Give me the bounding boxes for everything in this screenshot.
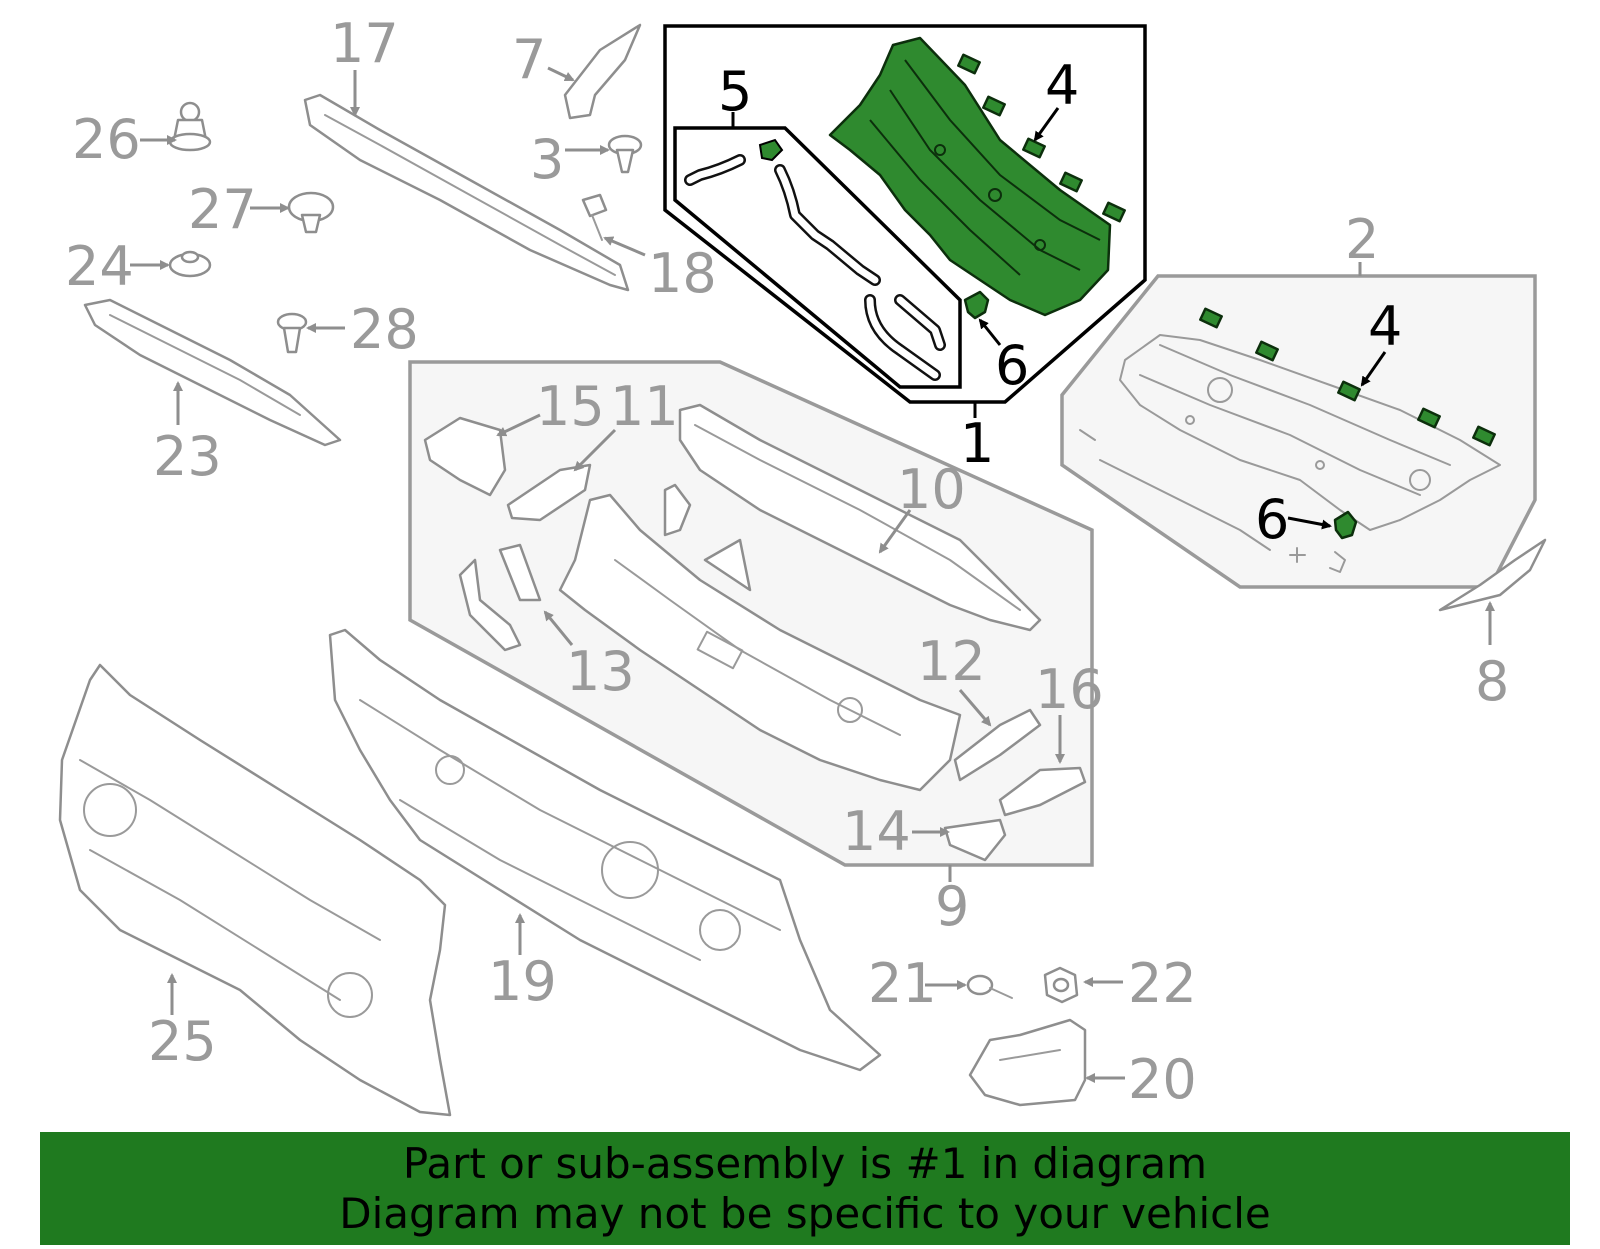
callout-6-group1[interactable]: 6 — [995, 334, 1029, 397]
part-15-bracket[interactable] — [423, 416, 507, 497]
callout-6-group2[interactable]: 6 — [1255, 488, 1289, 551]
callout-11[interactable]: 11 — [610, 375, 679, 438]
group-box-5[interactable] — [673, 126, 962, 389]
part-17-reinforcement[interactable] — [303, 93, 630, 292]
callout-27[interactable]: 27 — [188, 178, 257, 241]
callout-9[interactable]: 9 — [935, 875, 969, 938]
part-11-bracket[interactable] — [506, 463, 592, 522]
part-14-bracket[interactable] — [943, 818, 1007, 862]
part-3-clip[interactable] — [607, 134, 643, 174]
part-28-clip[interactable] — [276, 312, 308, 354]
banner-line-2: Diagram may not be specific to your vehi… — [339, 1188, 1271, 1238]
part-5-drain-hose[interactable] — [684, 138, 946, 381]
fasteners[interactable] — [168, 101, 1079, 1004]
part-9-dash-upper-panel[interactable] — [558, 493, 962, 792]
callout-22[interactable]: 22 — [1128, 952, 1197, 1015]
part-7-trim[interactable] — [563, 23, 642, 120]
part-25-dash-insulator[interactable] — [58, 663, 452, 1117]
part-16-bracket[interactable] — [998, 766, 1087, 817]
callout-4-group1[interactable]: 4 — [1045, 54, 1079, 117]
callout-20[interactable]: 20 — [1128, 1048, 1197, 1111]
part-6-grommet-group2[interactable] — [1333, 510, 1358, 540]
callout-23[interactable]: 23 — [153, 425, 222, 488]
part-small-bracket-a — [663, 483, 752, 592]
part-26-clip[interactable] — [168, 101, 212, 152]
callout-8[interactable]: 8 — [1475, 650, 1509, 713]
callout-12[interactable]: 12 — [917, 630, 986, 693]
part-10-cowl-top-panel[interactable] — [678, 403, 1042, 632]
callout-1[interactable]: 1 — [960, 412, 994, 475]
callout-2[interactable]: 2 — [1345, 208, 1379, 271]
part-22-nut[interactable] — [1043, 966, 1079, 1004]
callout-14[interactable]: 14 — [842, 800, 911, 863]
callout-15[interactable]: 15 — [536, 375, 605, 438]
banner-line-1: Part or sub-assembly is #1 in diagram — [402, 1138, 1208, 1188]
callout-24[interactable]: 24 — [65, 235, 134, 298]
part-1-cowl-panel[interactable] — [828, 36, 1112, 317]
group-box-2 — [1060, 274, 1537, 589]
part-2-cowl-assembly[interactable] — [1079, 334, 1501, 551]
leader-lines — [130, 66, 1495, 1083]
part-27-clip[interactable] — [287, 191, 335, 234]
part-8-trim[interactable] — [1438, 538, 1547, 612]
callout-10[interactable]: 10 — [897, 458, 966, 521]
part-24-nut[interactable] — [168, 250, 212, 278]
callout-26[interactable]: 26 — [72, 108, 141, 171]
part-6-grommet-group1[interactable] — [963, 290, 990, 320]
info-banner: Part or sub-assembly is #1 in diagram Di… — [40, 1132, 1570, 1245]
part-21-bolt[interactable] — [966, 974, 1013, 999]
part-4-clips-group1[interactable] — [957, 53, 1126, 223]
part-19-dash-panel[interactable] — [328, 628, 882, 1072]
part-13-bracket[interactable] — [458, 543, 542, 652]
callout-labels: 1 2 3 4 4 5 6 6 7 8 9 10 11 12 13 14 15 … — [65, 12, 1509, 1111]
part-2-small-fittings — [1289, 547, 1346, 573]
part-18-bolt[interactable] — [581, 193, 608, 241]
group-box-1[interactable] — [663, 24, 1147, 404]
callout-7[interactable]: 7 — [512, 28, 546, 91]
callout-18[interactable]: 18 — [648, 242, 717, 305]
callout-16[interactable]: 16 — [1035, 658, 1104, 721]
part-12-bracket[interactable] — [953, 708, 1042, 782]
callout-5[interactable]: 5 — [718, 60, 752, 123]
callout-28[interactable]: 28 — [350, 298, 419, 361]
callout-19[interactable]: 19 — [488, 950, 557, 1013]
part-20-bracket[interactable] — [968, 1018, 1087, 1107]
callout-3[interactable]: 3 — [530, 128, 564, 191]
callout-17[interactable]: 17 — [330, 12, 399, 75]
callout-13[interactable]: 13 — [566, 640, 635, 703]
callout-25[interactable]: 25 — [148, 1010, 217, 1073]
callout-4-group2[interactable]: 4 — [1368, 295, 1402, 358]
part-4-clips-group2[interactable] — [1199, 307, 1496, 447]
callout-21[interactable]: 21 — [868, 952, 937, 1015]
part-23-reinforcement[interactable] — [83, 298, 342, 447]
